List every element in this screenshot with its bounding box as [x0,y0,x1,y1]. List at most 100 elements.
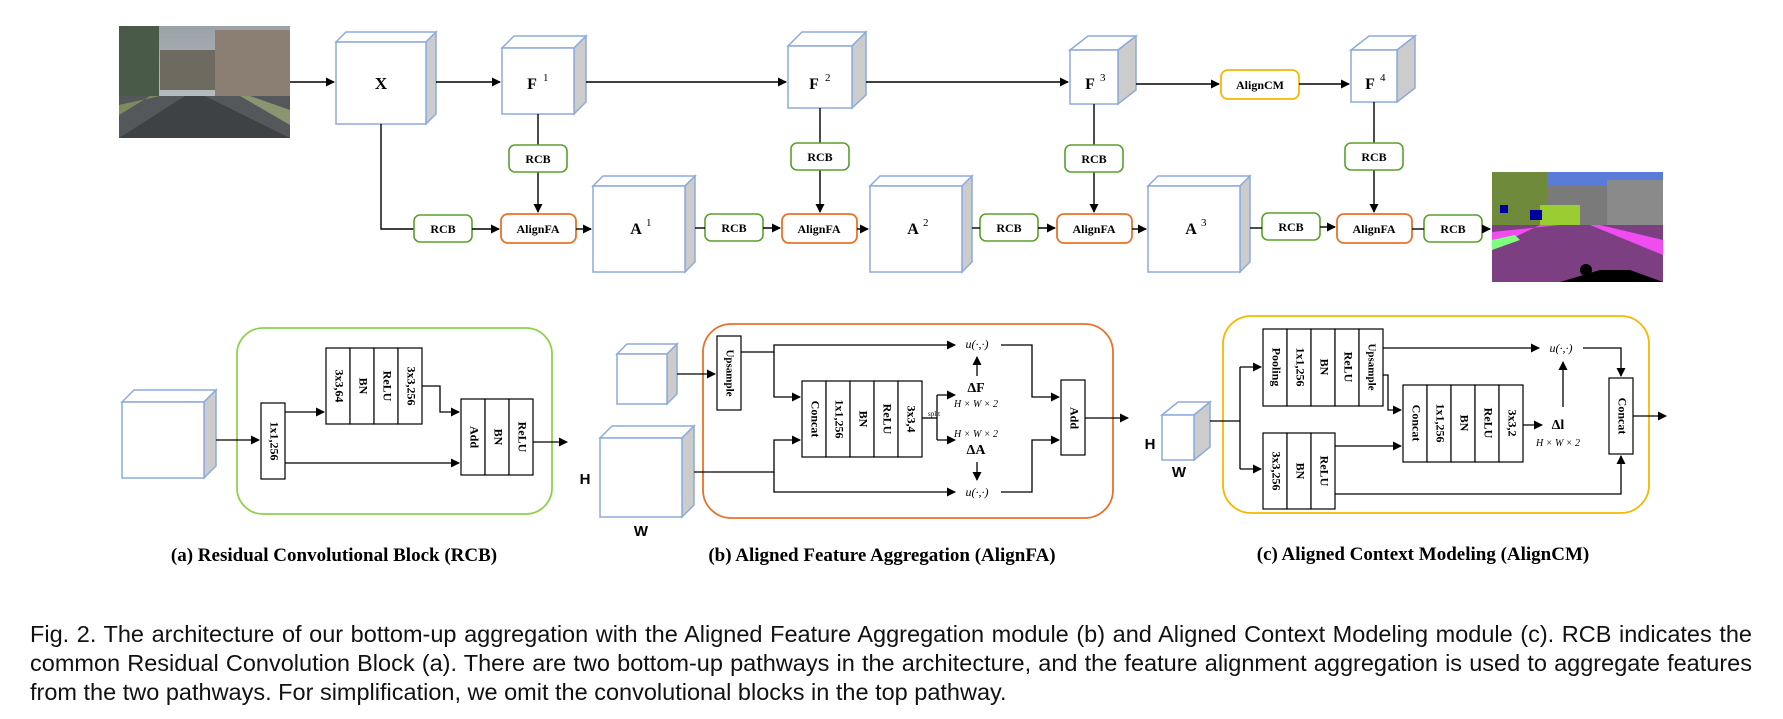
cube-f3-sup: 3 [1100,72,1106,84]
svg-text:ReLU: ReLU [1481,408,1495,439]
rcb-bottom-4: RCB [1261,212,1321,241]
svg-text:Concat: Concat [1409,405,1423,442]
svg-text:ΔA: ΔA [967,443,987,458]
feature-cube-a1: A 1 [591,174,697,274]
svg-text:A: A [630,221,642,238]
svg-text:RCB: RCB [430,222,455,236]
rcb-bottom-3: RCB [979,213,1039,242]
svg-text:Concat: Concat [1615,398,1629,435]
rcb-vertical-3: RCB [1064,144,1124,173]
svg-text:Δl: Δl [1552,418,1565,433]
rcb-conv1x1 [260,402,286,480]
aligncm-input-cube [1159,400,1213,462]
alignfa-bottom-4: AlignFA [1336,213,1413,244]
svg-text:H × W × 2: H × W × 2 [1535,438,1580,449]
aligncm-label: AlignCM [1236,78,1284,92]
alignfa-large-cube [598,424,696,519]
svg-text:1x1,256: 1x1,256 [832,400,846,439]
svg-text:A: A [907,221,919,238]
svg-text:split: split [928,410,940,418]
rcb-bottom-2: RCB [704,213,764,242]
bottom-pathway-arrows [472,222,1491,234]
svg-text:Add: Add [467,426,481,448]
svg-text:u(·,·): u(·,·) [1550,341,1573,355]
cube-x-label: X [375,74,388,93]
aligncm-detail-title: (c) Aligned Context Modeling (AlignCM) [1257,544,1589,565]
aligncm-block: AlignCM [1220,69,1300,100]
svg-text:BN: BN [856,411,870,428]
svg-text:u(·,·): u(·,·) [966,337,989,351]
svg-text:Add: Add [1067,407,1081,429]
svg-text:H × W × 2: H × W × 2 [953,429,998,440]
rcb-detail-panel: 1x1,256 3x3,64 BN ReLU 3x3,256 Add BN Re… [120,327,568,566]
svg-text:ReLU: ReLU [880,404,894,435]
cube-f2-label: F [809,76,819,93]
svg-text:RCB: RCB [807,150,832,164]
svg-text:3x3,2: 3x3,2 [1505,410,1519,437]
svg-text:RCB: RCB [1361,150,1386,164]
alignfa-bottom-3: AlignFA [1056,213,1133,244]
svg-text:u(·,·): u(·,·) [966,485,989,499]
rcb-vertical-2: RCB [790,142,850,171]
svg-text:BN: BN [491,429,505,446]
feature-cube-a2: A 2 [868,174,974,274]
svg-text:BN: BN [356,378,370,395]
svg-text:W: W [1172,464,1187,481]
feature-cube-f2: F 2 [786,30,868,110]
top-pathway-arrows [290,77,1379,230]
svg-text:1x1,256: 1x1,256 [1433,404,1447,443]
feature-cube-a3: A 3 [1146,174,1252,274]
svg-text:ReLU: ReLU [1317,456,1331,487]
svg-text:Pooling: Pooling [1269,348,1283,387]
cube-f3-label: F [1085,76,1095,93]
svg-text:W: W [634,523,649,540]
alignfa-detail-panel: H W Upsample Concat 1x1,256 BN ReLU 3x3,… [580,323,1129,566]
svg-text:3: 3 [1201,217,1207,229]
cube-f1-sup: 1 [543,72,549,84]
cube-f1-label: F [527,76,537,93]
rcb-detail-title: (a) Residual Convolutional Block (RCB) [171,545,497,566]
alignfa-small-cube [615,342,679,406]
svg-text:RCB: RCB [996,221,1021,235]
feature-cube-x: X [334,30,438,126]
svg-text:ReLU: ReLU [515,422,529,453]
feature-cube-f4: F 4 [1348,34,1418,104]
svg-text:BN: BN [1317,359,1331,376]
cube-f4-sup: 4 [1380,72,1386,84]
svg-text:RCB: RCB [1081,152,1106,166]
svg-text:ReLU: ReLU [1341,352,1355,383]
svg-text:ΔF: ΔF [967,381,984,396]
architecture-diagram: X F 1 F 2 F 3 AlignCM F 4 [119,26,1667,566]
rcb-vertical-4: RCB [1344,142,1404,171]
svg-text:Concat: Concat [808,401,822,438]
cube-f2-sup: 2 [825,72,831,84]
alignfa-bottom-1: AlignFA [500,213,577,244]
svg-text:RCB: RCB [1440,222,1465,236]
svg-text:1x1,256: 1x1,256 [1293,348,1307,387]
svg-text:3x3,4: 3x3,4 [904,406,918,433]
caption-text: Fig. 2. The architecture of our bottom-u… [30,621,1752,705]
feature-cube-f3: F 3 [1067,34,1139,106]
rcb-vertical-1: RCB [508,144,568,173]
feature-cube-f1: F 1 [500,34,588,116]
svg-text:RCB: RCB [1278,220,1303,234]
svg-text:H: H [580,471,591,488]
aligncm-detail-panel: H W Pooling 1x1,256 BN ReLU Upsample 3x3… [1145,315,1667,565]
svg-text:2: 2 [923,217,929,229]
alignfa-bottom-2: AlignFA [781,213,858,244]
alignfa-detail-title: (b) Aligned Feature Aggregation (AlignFA… [708,545,1055,566]
rcb-input-cube [120,388,218,480]
cube-f4-label: F [1365,76,1375,93]
svg-text:H: H [1145,436,1156,453]
output-segmentation-image [1492,172,1663,282]
svg-text:H × W × 2: H × W × 2 [953,399,998,410]
figure-caption: Fig. 2. The architecture of our bottom-u… [30,620,1752,707]
input-street-image [119,26,290,138]
rcb-bottom-1: RCB [413,214,473,243]
svg-text:AlignFA: AlignFA [797,222,840,236]
svg-text:3x3,256: 3x3,256 [1269,452,1283,491]
svg-text:3x3,256: 3x3,256 [404,367,418,406]
svg-text:RCB: RCB [721,221,746,235]
svg-text:Upsample: Upsample [723,349,735,396]
svg-text:1x1,256: 1x1,256 [267,422,281,461]
